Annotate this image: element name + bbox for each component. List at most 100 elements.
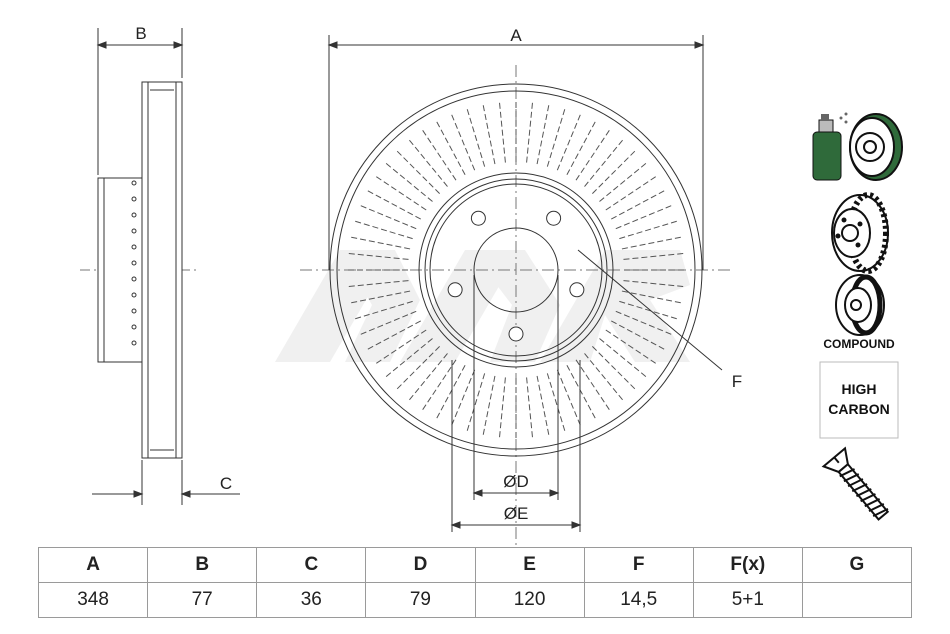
spec-value-d: 79 bbox=[365, 582, 476, 618]
spec-value-fx: 5+1 bbox=[692, 582, 803, 618]
vent-slot bbox=[619, 300, 677, 320]
high-carbon-line2: CARBON bbox=[828, 401, 889, 417]
dimension-c-label: C bbox=[220, 474, 232, 493]
vent-slot bbox=[451, 114, 476, 171]
vent-slot bbox=[451, 369, 476, 426]
vent-slot bbox=[360, 205, 417, 230]
vent-slot bbox=[599, 163, 647, 202]
dimension-f-label: F bbox=[732, 372, 742, 391]
vent-slot bbox=[605, 176, 656, 211]
vent-slot bbox=[592, 150, 636, 194]
spec-header-c: C bbox=[256, 547, 367, 583]
vent-slot bbox=[556, 114, 581, 171]
vent-slot bbox=[385, 163, 433, 202]
vent-slot bbox=[536, 375, 550, 435]
vent-slot bbox=[566, 365, 596, 419]
thread-line bbox=[839, 468, 855, 478]
vent-slot bbox=[526, 377, 533, 438]
spec-value-f: 14,5 bbox=[583, 582, 694, 618]
vent-slot bbox=[422, 130, 457, 181]
vent-slot bbox=[575, 359, 610, 410]
thread-line bbox=[868, 503, 885, 513]
high-carbon-badge: HIGH CARBON bbox=[819, 361, 899, 439]
vent-slot bbox=[376, 329, 427, 364]
bolt-hole bbox=[470, 210, 486, 226]
spec-value-a: 348 bbox=[37, 582, 149, 618]
thread-line bbox=[843, 473, 860, 483]
vent-slot bbox=[592, 346, 636, 390]
coating-spray-icon bbox=[812, 112, 903, 181]
compound-disc-icon bbox=[835, 274, 885, 336]
vent-slot bbox=[584, 353, 623, 401]
spec-header-a: A bbox=[37, 547, 149, 583]
side-hole bbox=[131, 292, 137, 298]
vent-slot bbox=[355, 300, 413, 320]
vent-slot bbox=[621, 236, 681, 250]
side-hole bbox=[131, 244, 137, 250]
vent-slot bbox=[615, 205, 672, 230]
high-carbon-line1: HIGH bbox=[842, 381, 877, 397]
spec-header-g: G bbox=[801, 547, 913, 583]
dimension-a-label: A bbox=[510, 26, 522, 45]
vent-slot bbox=[536, 105, 550, 165]
vent-slot bbox=[466, 109, 486, 167]
vent-slot bbox=[409, 353, 448, 401]
vent-slot bbox=[367, 190, 421, 220]
thread-line bbox=[864, 498, 881, 508]
vent-slot bbox=[575, 130, 610, 181]
spec-header-b: B bbox=[147, 547, 258, 583]
dimension-d-label: ØD bbox=[503, 472, 529, 491]
bolt-hole bbox=[447, 282, 463, 298]
vent-slot bbox=[584, 139, 623, 187]
side-hole bbox=[131, 260, 137, 266]
vent-slot bbox=[605, 329, 656, 364]
vent-slot bbox=[348, 280, 409, 287]
side-hole bbox=[131, 180, 137, 186]
dimension-b-label: B bbox=[135, 24, 146, 43]
front-view bbox=[300, 35, 730, 545]
bolt-hole bbox=[569, 282, 585, 298]
thread-line bbox=[872, 508, 889, 518]
vent-slot bbox=[556, 369, 581, 426]
vent-slot bbox=[482, 375, 496, 435]
thread-line bbox=[860, 493, 876, 503]
vent-slot bbox=[619, 220, 677, 240]
dimension-e-label: ØE bbox=[504, 504, 529, 523]
bolt-hole bbox=[508, 326, 524, 342]
vent-slot bbox=[599, 338, 647, 377]
spec-value-row: 348 77 36 79 120 14,5 5+1 bbox=[37, 582, 913, 618]
vent-slot bbox=[360, 310, 417, 335]
thread-line bbox=[856, 488, 872, 498]
vent-slot bbox=[466, 373, 486, 431]
vent-slot bbox=[351, 290, 411, 304]
vent-slot bbox=[436, 121, 466, 175]
vent-slot bbox=[621, 290, 681, 304]
vent-slot bbox=[546, 109, 566, 167]
vent-slot bbox=[376, 176, 427, 211]
spec-header-d: D bbox=[365, 547, 476, 583]
thread-line bbox=[851, 483, 868, 493]
vent-slot bbox=[611, 320, 665, 350]
spec-header-fx: F(x) bbox=[692, 547, 803, 583]
spec-header-row: A B C D E F F(x) G bbox=[37, 547, 913, 583]
side-hole bbox=[131, 212, 137, 218]
vent-slot bbox=[546, 373, 566, 431]
side-hole bbox=[131, 228, 137, 234]
vent-slot bbox=[385, 338, 433, 377]
vent-slot bbox=[355, 220, 413, 240]
spec-header-e: E bbox=[474, 547, 585, 583]
thread-line bbox=[847, 478, 864, 488]
vent-slot bbox=[499, 102, 506, 163]
vent-slot bbox=[482, 105, 496, 165]
vented-disc-icon bbox=[831, 192, 889, 274]
side-hole bbox=[131, 276, 137, 282]
vent-slot bbox=[566, 121, 596, 175]
watermark-logo bbox=[275, 250, 690, 362]
side-hole bbox=[131, 308, 137, 314]
side-hole bbox=[131, 324, 137, 330]
vent-slot bbox=[623, 280, 684, 287]
vent-slot bbox=[615, 310, 672, 335]
bolt-hole bbox=[546, 210, 562, 226]
vent-slot bbox=[499, 377, 506, 438]
